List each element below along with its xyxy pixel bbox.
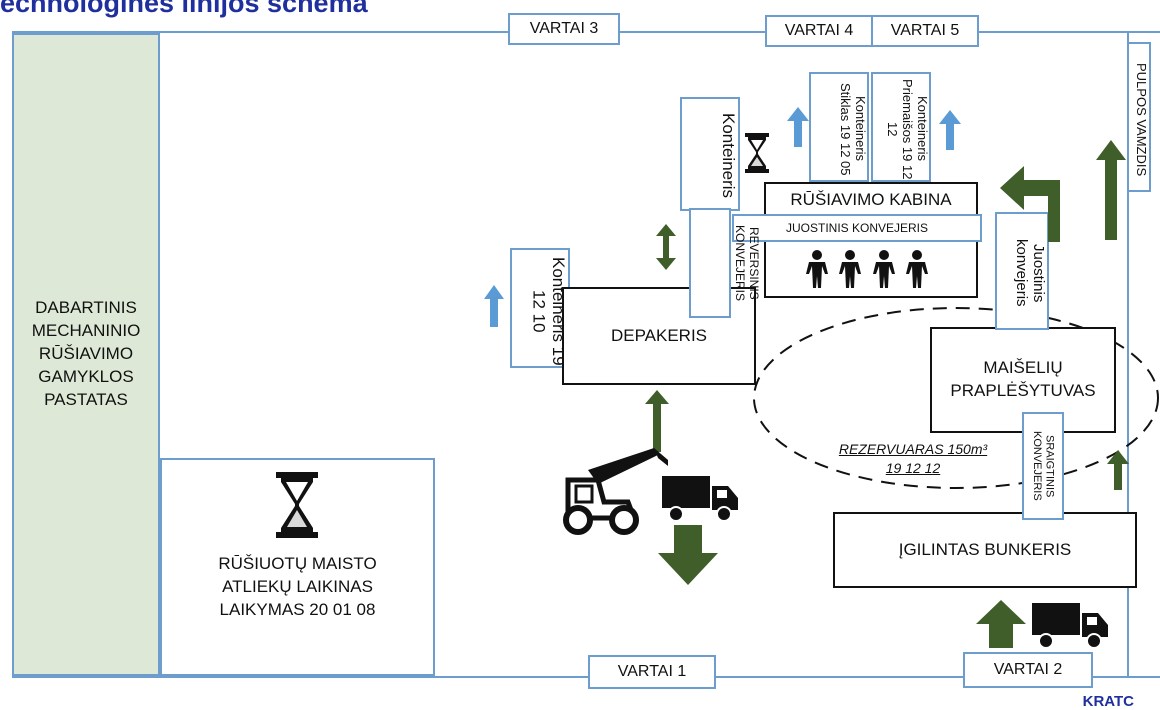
gate-5-label: VARTAI 5 (890, 22, 960, 39)
pulp-pipe: PULPOS VAMZDIS (1127, 42, 1151, 192)
gate-4: VARTAI 4 (765, 15, 873, 47)
gate-5: VARTAI 5 (871, 15, 979, 47)
sunken-bunker: ĮGILINTAS BUNKERIS (833, 512, 1137, 588)
reversing-conveyor-label: REVERSINIS KONVEJERIS (733, 224, 761, 302)
site-bottom-boundary (12, 676, 1160, 678)
worker-icon (839, 250, 861, 288)
brand-logo: KRATC (1082, 693, 1134, 710)
worker-icon (873, 250, 895, 288)
arrow-down-green-icon (658, 525, 718, 585)
container-glass: Konteineris Stiklas 19 12 05 (809, 72, 869, 182)
belt-conveyor-vertical-label: Juostinis konvejeris (1012, 239, 1047, 307)
screw-conveyor-label: SRAIGTINIS KONVEJERIS (1031, 431, 1056, 501)
arrow-updown-green-icon (656, 224, 676, 270)
container-impurities-label: Konteineris Priemaišos 19 12 12 (885, 78, 930, 180)
arrow-up-blue-icon (484, 285, 504, 327)
reservoir-label-line2: 19 12 12 (885, 459, 941, 476)
container-impurities: Konteineris Priemaišos 19 12 12 (871, 72, 931, 182)
existing-building-label: DABARTINIS MECHANINIO RŪŠIAVIMO GAMYKLOS… (31, 298, 141, 409)
arrow-up-green-icon (1096, 140, 1126, 240)
belt-conveyor-vertical: Juostinis konvejeris (995, 212, 1049, 330)
container-main: Konteineris (680, 97, 740, 211)
truck-icon (1032, 603, 1108, 649)
bag-opener-label: MAIŠELIŲ PRAPLĖŠYTUVAS (950, 358, 1096, 400)
sunken-bunker-label: ĮGILINTAS BUNKERIS (898, 539, 1072, 559)
arrow-bend-left-green-icon (1000, 166, 1060, 242)
temporary-storage-label: RŪŠIUOTŲ MAISTO ATLIEKŲ LAIKINAS LAIKYMA… (218, 554, 377, 620)
arrow-up-green-icon (1107, 450, 1129, 490)
existing-building: DABARTINIS MECHANINIO RŪŠIAVIMO GAMYKLOS… (12, 33, 160, 676)
belt-conveyor-horizontal-label: JUOSTINIS KONVEJERIS (785, 221, 929, 235)
worker-icon (806, 250, 828, 288)
reservoir-outline (753, 307, 1159, 489)
page-title: echnologinės linijos schema (0, 0, 368, 18)
reservoir-label-line1: REZERVUARAS 150m³ (838, 441, 988, 457)
gate-1-label: VARTAI 1 (617, 663, 687, 680)
arrow-up-blue-icon (787, 107, 809, 147)
pulp-pipe-label: PULPOS VAMZDIS (1134, 63, 1149, 177)
arrow-up-green-icon (976, 600, 1026, 648)
hourglass-icon (745, 133, 769, 173)
screw-conveyor: SRAIGTINIS KONVEJERIS (1022, 412, 1064, 520)
hourglass-icon (276, 472, 318, 538)
gate-3: VARTAI 3 (508, 13, 620, 45)
reservoir-label: REZERVUARAS 150m³ 19 12 12 (808, 440, 1018, 478)
gate-2: VARTAI 2 (963, 652, 1093, 688)
container-main-label: Konteineris (719, 113, 738, 199)
arrow-up-blue-icon (939, 110, 961, 150)
container-glass-label: Konteineris Stiklas 19 12 05 (838, 82, 868, 176)
gate-1: VARTAI 1 (588, 655, 716, 689)
sorting-cabin-label: RŪŠIAVIMO KABINA (790, 190, 952, 209)
arrow-up-green-icon (645, 390, 669, 452)
container-191210: Konteineris 19 12 10 (510, 248, 570, 368)
site-right-boundary (1127, 31, 1129, 678)
reversing-conveyor: REVERSINIS KONVEJERIS (689, 208, 761, 318)
truck-icon (662, 476, 738, 522)
telehandler-icon (563, 448, 668, 535)
gate-2-label: VARTAI 2 (993, 661, 1063, 678)
gate-3-label: VARTAI 3 (529, 20, 599, 37)
gate-4-label: VARTAI 4 (784, 22, 854, 39)
depackager: DEPAKERIS (562, 287, 756, 385)
depackager-label: DEPAKERIS (610, 325, 708, 345)
belt-conveyor-horizontal: JUOSTINIS KONVEJERIS (732, 214, 982, 242)
worker-icon (906, 250, 928, 288)
